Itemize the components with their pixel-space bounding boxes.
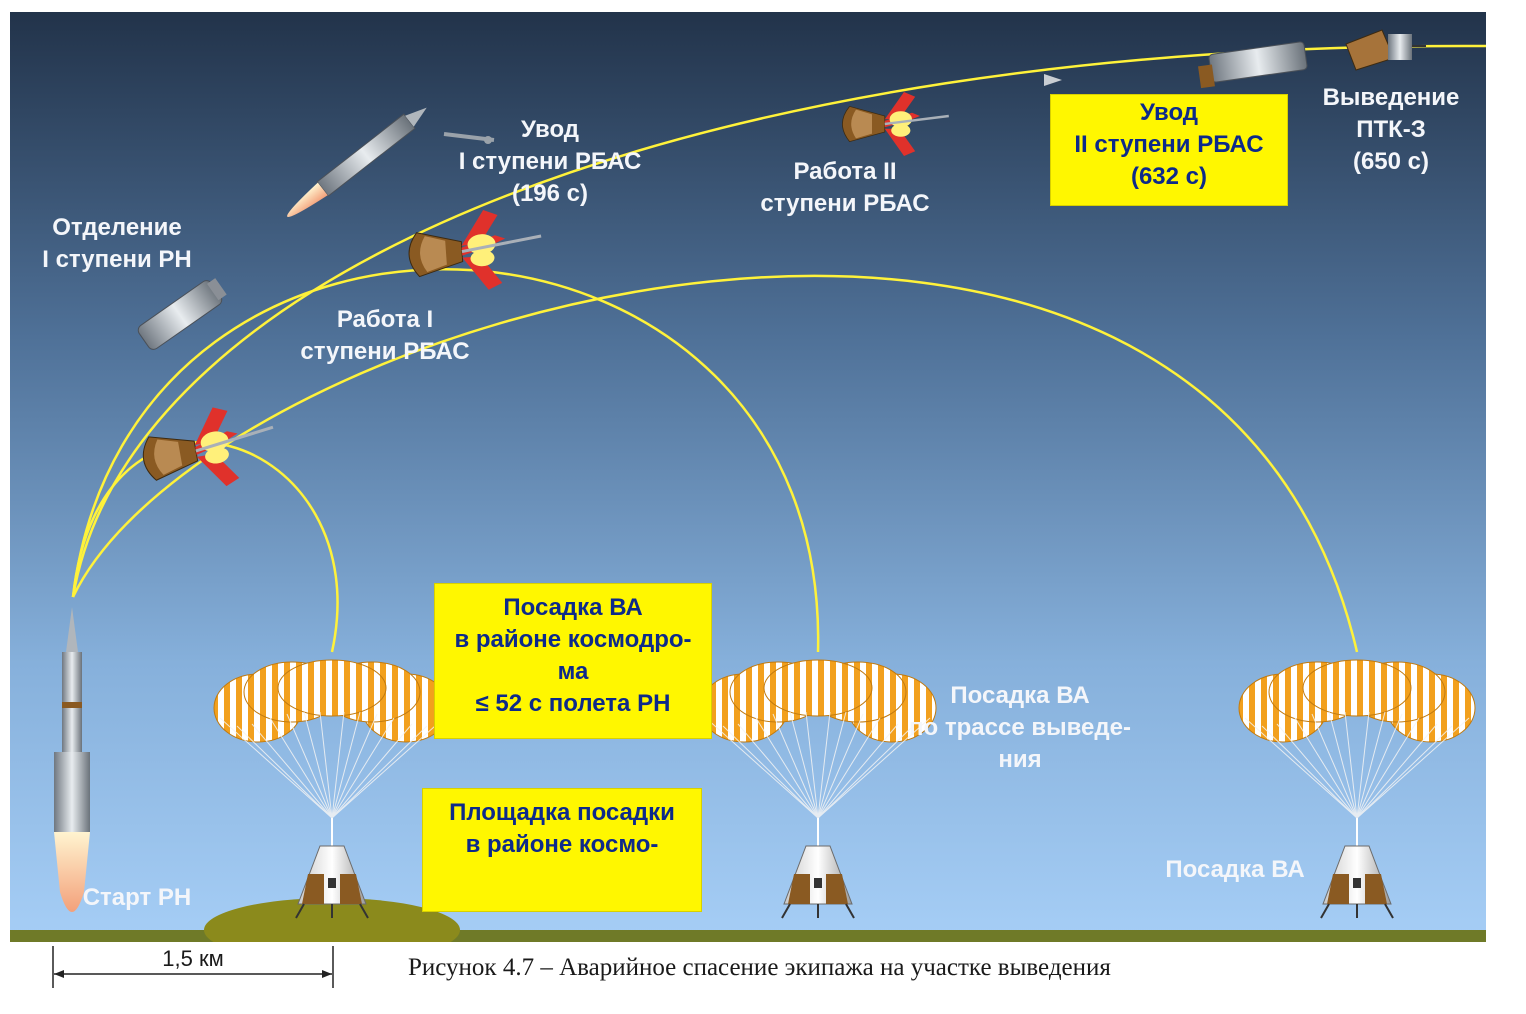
label-stage1-separation: Отделение I ступени РН (42, 214, 192, 273)
label-rbas1-work: Работа I ступени РБАС (300, 306, 470, 365)
rbas2-trajectory (71, 274, 1359, 653)
label-ptk-insertion: Выведение ПТК-З (650 с) (1322, 84, 1460, 175)
label-landing-end: Посадка ВА (1165, 856, 1305, 883)
main-trajectory (71, 44, 1486, 598)
label-landing-cosmodrome: Посадка ВА в районе космодро- ма ≤ 52 с … (434, 583, 712, 739)
early-abort-trajectory (71, 441, 339, 653)
ptk-spacecraft-icon (1345, 29, 1426, 71)
label-landing-route: Посадка ВА по трассе выведе- ния (909, 682, 1131, 773)
rbas1-trajectory (71, 268, 820, 653)
trajectory-lines (71, 44, 1486, 653)
label-rbas1-away: Увод I ступени РБАС (196 с) (458, 116, 642, 207)
figure-caption: Рисунок 4.7 – Аварийное спасение экипажа… (408, 954, 1111, 981)
rocket-icon (54, 607, 90, 912)
label-rbas2-away: Увод II ступени РБАС (632 с) (1050, 94, 1288, 206)
diagram-scene: Старт РН Отделение I ступени РН Работа I… (10, 12, 1486, 942)
distance-scale (52, 946, 334, 988)
distance-label: 1,5 км (162, 946, 224, 971)
label-start: Старт РН (82, 884, 192, 911)
landing-pad (204, 898, 460, 942)
orbital-stage-icon (1198, 41, 1308, 89)
discarded-stage-2-icon (1044, 74, 1062, 86)
label-landing-site: Площадка посадки в районе космо- (422, 788, 702, 912)
ascent-rocket-icon (287, 107, 427, 217)
label-rbas2-work: Работа II ступени РБАС (760, 158, 930, 217)
discarded-stage-1-icon (443, 132, 495, 144)
stage-icon (137, 278, 227, 350)
